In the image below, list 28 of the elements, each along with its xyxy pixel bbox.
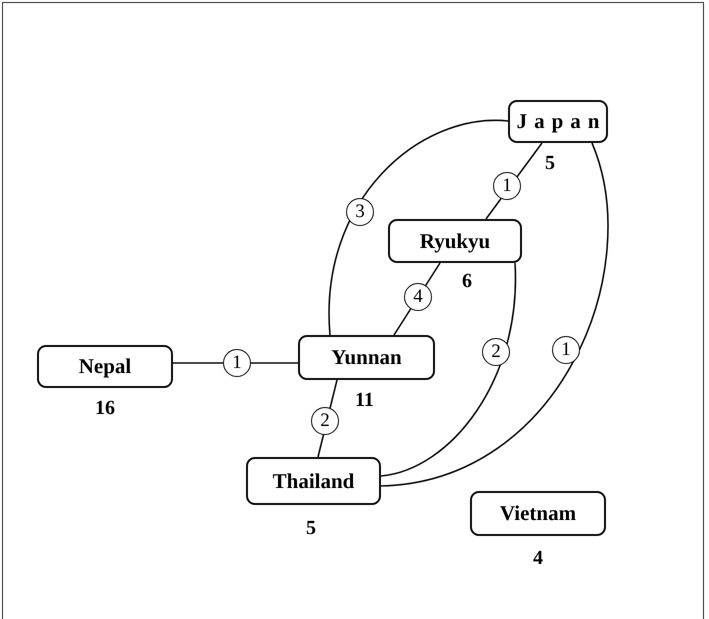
connector-line <box>380 142 608 487</box>
region-box <box>37 345 173 388</box>
edge-label: 1 <box>223 349 251 377</box>
edge-label: 3 <box>346 198 374 226</box>
region-name: Ryukyu <box>420 228 490 254</box>
region-box <box>470 491 606 536</box>
region-name: Nepal <box>78 354 132 379</box>
region-box <box>508 100 608 143</box>
edge-label: 1 <box>493 172 521 200</box>
count-label: 5 <box>306 517 316 540</box>
edge-label: 2 <box>311 407 339 435</box>
edge-label: 4 <box>404 283 432 311</box>
count-label: 5 <box>545 152 555 175</box>
region-box <box>388 219 522 263</box>
region-name: Thailand <box>272 468 354 494</box>
region-box <box>298 335 435 380</box>
count-label: 16 <box>95 397 115 420</box>
edge-label: 2 <box>482 338 510 366</box>
count-label: 11 <box>355 389 374 412</box>
region-name: Vietnam <box>500 501 576 526</box>
edge-label: 1 <box>552 336 580 364</box>
region-name: Japan <box>516 109 606 134</box>
region-box <box>246 457 381 505</box>
connector-line <box>328 120 508 336</box>
count-label: 6 <box>462 270 472 293</box>
count-label: 4 <box>533 547 543 570</box>
region-name: Yunnan <box>331 345 402 370</box>
connector-line <box>380 263 516 477</box>
